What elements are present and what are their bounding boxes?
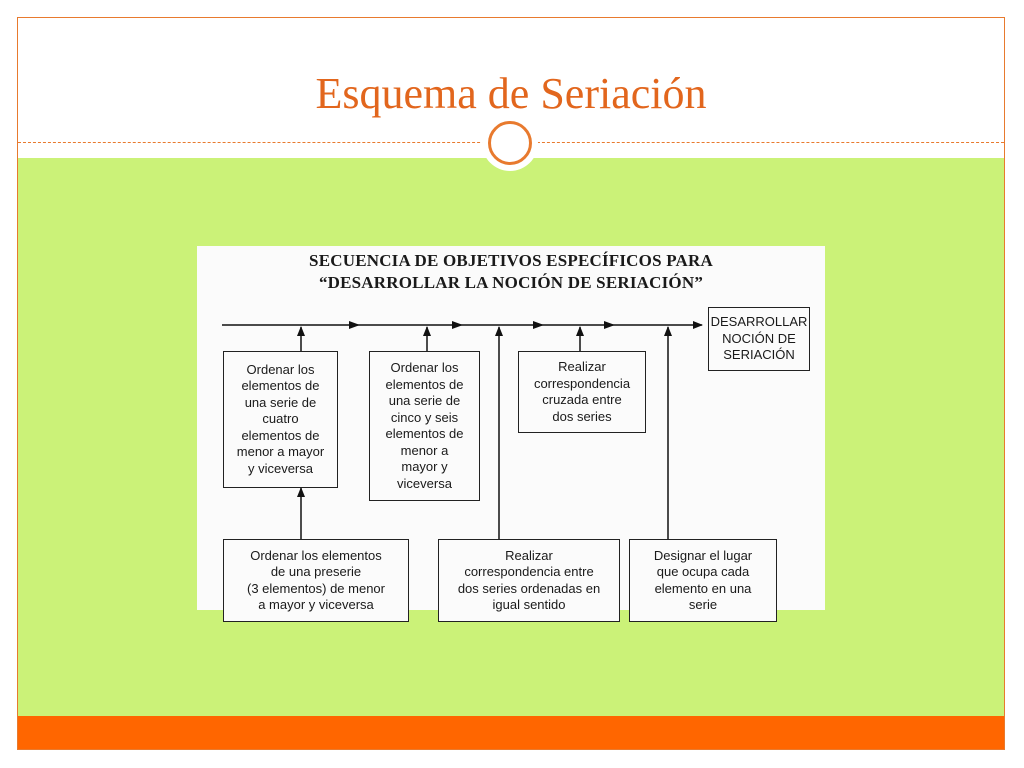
diagram-title-line2: “DESARROLLAR LA NOCIÓN DE SERIACIÓN” [318,273,704,292]
ring-inner [488,121,532,165]
box-order-four-text: Ordenar los elementos de una serie de cu… [236,361,325,476]
ring-ornament-icon [482,115,538,171]
footer-band [18,716,1004,749]
box-goal: DESARROLLAR NOCIÓN DE SERIACIÓN [708,307,810,371]
box-goal-text: DESARROLLAR NOCIÓN DE SERIACIÓN [710,314,808,363]
box-cross-correspondence-text: Realizar correspondencia cruzada entre d… [533,359,631,424]
flow-arrowhead [533,321,544,329]
box-preseries: Ordenar los elementos de una preserie (3… [223,539,409,622]
slide: Esquema de Seriación [17,17,1005,750]
box-order-four: Ordenar los elementos de una serie de cu… [223,351,338,488]
box-order-five-six: Ordenar los elementos de una serie de ci… [369,351,480,501]
flow-arrowhead [349,321,360,329]
box-preseries-text: Ordenar los elementos de una preserie (3… [246,547,385,613]
box-same-direction-text: Realizar correspondencia entre dos serie… [457,547,601,613]
box-order-five-six-text: Ordenar los elementos de una serie de ci… [385,360,464,491]
flow-arrowhead [452,321,463,329]
flow-arrowhead [604,321,615,329]
box-position-text: Designar el lugar que ocupa cada element… [653,547,753,613]
diagram-connectors [222,321,703,539]
seriation-diagram: SECUENCIA DE OBJETIVOS ESPECÍFICOS PARA … [197,246,825,622]
slide-title: Esquema de Seriación [315,69,707,118]
diagram-title-line1: SECUENCIA DE OBJETIVOS ESPECÍFICOS PARA [309,251,713,270]
box-position: Designar el lugar que ocupa cada element… [629,539,777,622]
box-cross-correspondence: Realizar correspondencia cruzada entre d… [518,351,646,433]
box-same-direction: Realizar correspondencia entre dos serie… [438,539,620,622]
